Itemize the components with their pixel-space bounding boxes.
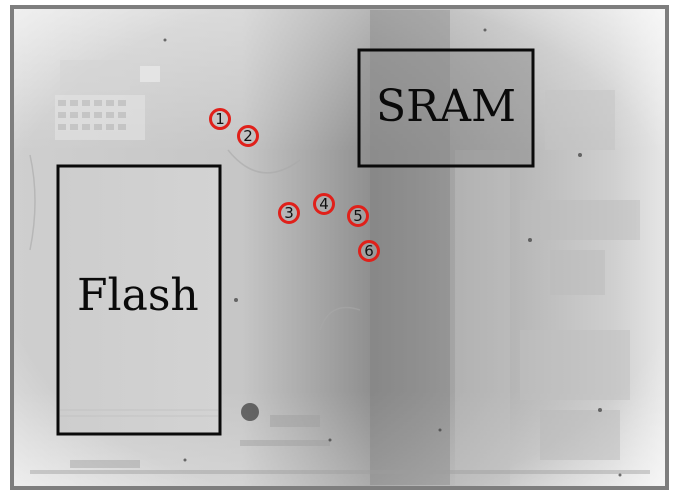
marker-3: 3 (278, 202, 300, 224)
marker-6: 6 (358, 240, 380, 262)
flash-region-outline (56, 164, 222, 436)
sram-label: SRAM (376, 81, 517, 132)
marker-1: 1 (209, 108, 231, 130)
flash-region-fill (58, 166, 220, 434)
sram-region-outline (357, 48, 535, 168)
sram-region-fill (359, 50, 533, 166)
bottom-traces (30, 415, 650, 474)
logic-block-texture (55, 60, 160, 140)
marker-5: 5 (347, 205, 369, 227)
flash-label: Flash (77, 270, 199, 321)
marker-4: 4 (313, 193, 335, 215)
marker-2: 2 (237, 125, 259, 147)
right-circuit-texture (520, 90, 640, 460)
